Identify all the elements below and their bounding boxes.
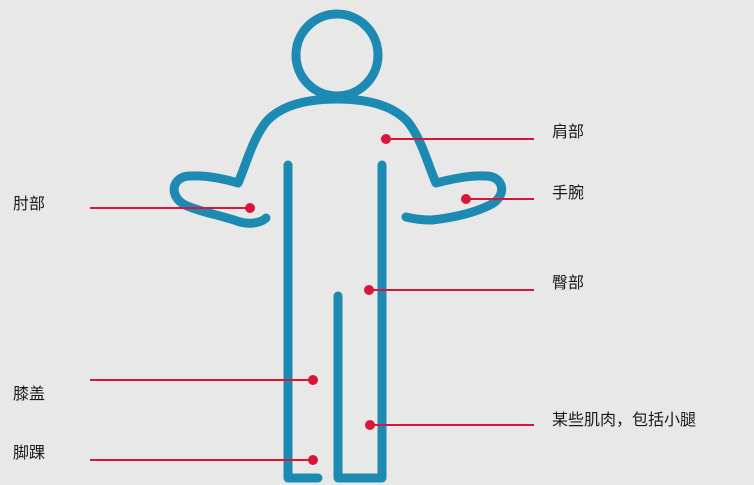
hip-dot	[364, 285, 374, 295]
wrist-label: 手腕	[552, 183, 584, 203]
shoulder-label: 肩部	[552, 122, 584, 142]
arms-outline	[174, 99, 502, 222]
knee-label: 膝盖	[13, 384, 45, 404]
hip-label: 臀部	[552, 273, 584, 293]
shoulder-dot	[381, 134, 391, 144]
ankle-dot	[308, 455, 318, 465]
calf-dot	[365, 420, 375, 430]
calf-label: 某些肌肉，包括小腿	[552, 410, 696, 430]
head-outline	[296, 14, 378, 96]
knee-dot	[308, 375, 318, 385]
left-leg	[288, 165, 318, 478]
elbow-curl	[240, 218, 266, 223]
wrist-dot	[461, 194, 471, 204]
elbow-dot	[245, 203, 255, 213]
right-leg	[338, 165, 382, 478]
ankle-label: 脚踝	[13, 443, 45, 463]
elbow-label: 肘部	[13, 194, 45, 214]
